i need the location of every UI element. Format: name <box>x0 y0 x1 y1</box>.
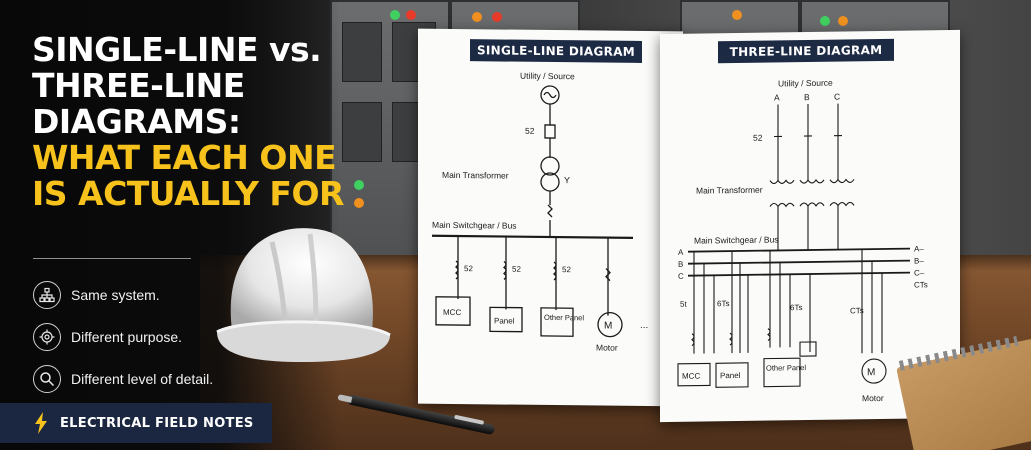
tld-phase-b: B <box>804 92 810 102</box>
tld-breaker-label: 52 <box>753 133 763 143</box>
tld-phase-a: A <box>774 92 780 102</box>
sld-transformer-y: Y <box>564 175 570 185</box>
single-line-diagram: Utility / Source 52 Main Transformer Y M… <box>432 71 648 353</box>
tld-bus-b: B <box>678 260 683 269</box>
headline-line-3: DIAGRAMS: <box>32 102 241 141</box>
three-line-diagram-board: THREE-LINE DIAGRAM <box>660 29 960 423</box>
single-line-diagram-board: SINGLE-LINE DIAGRAM Ut <box>418 28 683 407</box>
sld-feeder-breaker-2: 52 <box>512 265 521 274</box>
tld-motor-symbol: M <box>867 367 875 378</box>
feature-text: Different purpose. <box>71 329 183 345</box>
feature-item: Same system. <box>33 277 213 313</box>
lightning-bolt-icon <box>35 412 47 434</box>
tld-ct-label-2: 6Ts <box>717 299 729 308</box>
sld-ellipsis: ... <box>640 320 648 331</box>
headline-line-1: SINGLE-LINE vs. <box>32 30 322 69</box>
target-icon <box>33 323 61 351</box>
sld-load-panel: Panel <box>494 316 515 325</box>
tld-bus-right-cts: CTs <box>914 280 928 289</box>
tld-load-panel: Panel <box>720 371 741 380</box>
tld-bus-label: Main Switchgear / Bus <box>694 234 779 245</box>
sld-feeder-breaker-3: 52 <box>562 265 571 274</box>
tld-ct-label-1: 5t <box>680 300 687 309</box>
sld-transformer-label: Main Transformer <box>442 170 509 181</box>
headline-line-5: IS ACTUALLY FOR <box>32 174 344 213</box>
badge-text: ELECTRICAL FIELD NOTES <box>60 415 254 431</box>
sld-motor-label: Motor <box>596 342 618 352</box>
tld-phase-c: C <box>834 92 840 102</box>
divider <box>33 258 191 259</box>
tld-ct-label-4: CTs <box>850 306 864 315</box>
sld-breaker-label: 52 <box>525 126 535 136</box>
tld-bus-right-c: C– <box>914 268 925 277</box>
tld-transformer-label: Main Transformer <box>696 185 763 196</box>
feature-list: Same system. Different purpose. Differen… <box>33 277 213 397</box>
tld-source-label: Utility / Source <box>778 78 833 89</box>
tld-load-other-panel: Other Panel <box>766 363 806 373</box>
headline: SINGLE-LINE vs. THREE-LINE DIAGRAMS: WHA… <box>32 32 352 212</box>
tld-bus-right-a: A– <box>914 244 924 253</box>
tld-ct-label-3: 6Ts <box>790 303 802 312</box>
feature-text: Different level of detail. <box>71 371 214 387</box>
sld-source-label: Utility / Source <box>520 71 575 82</box>
tld-motor-label: Motor <box>862 393 884 403</box>
sld-load-mcc: MCC <box>443 308 461 317</box>
tld-bus-c: C <box>678 272 684 281</box>
feature-item: Different purpose. <box>33 319 213 355</box>
tld-bus-a: A <box>678 248 684 257</box>
sld-feeder-breaker-1: 52 <box>464 264 473 273</box>
tld-bus-right-b: B– <box>914 256 924 265</box>
feature-item: Different level of detail. <box>33 361 213 397</box>
hard-hat-image <box>216 228 391 362</box>
headline-line-4: WHAT EACH ONE <box>32 138 337 177</box>
three-line-diagram: Utility / Source A B C 52 Main Transform… <box>677 78 928 403</box>
tld-load-mcc: MCC <box>682 372 700 381</box>
series-badge: ELECTRICAL FIELD NOTES <box>0 403 272 443</box>
sld-bus-label: Main Switchgear / Bus <box>432 220 517 231</box>
magnifier-icon <box>33 365 61 393</box>
sld-load-other-panel: Other Panel <box>544 313 584 322</box>
network-icon <box>33 281 61 309</box>
sld-motor-symbol: M <box>604 321 612 332</box>
feature-text: Same system. <box>71 287 160 303</box>
headline-line-2: THREE-LINE <box>32 66 245 105</box>
